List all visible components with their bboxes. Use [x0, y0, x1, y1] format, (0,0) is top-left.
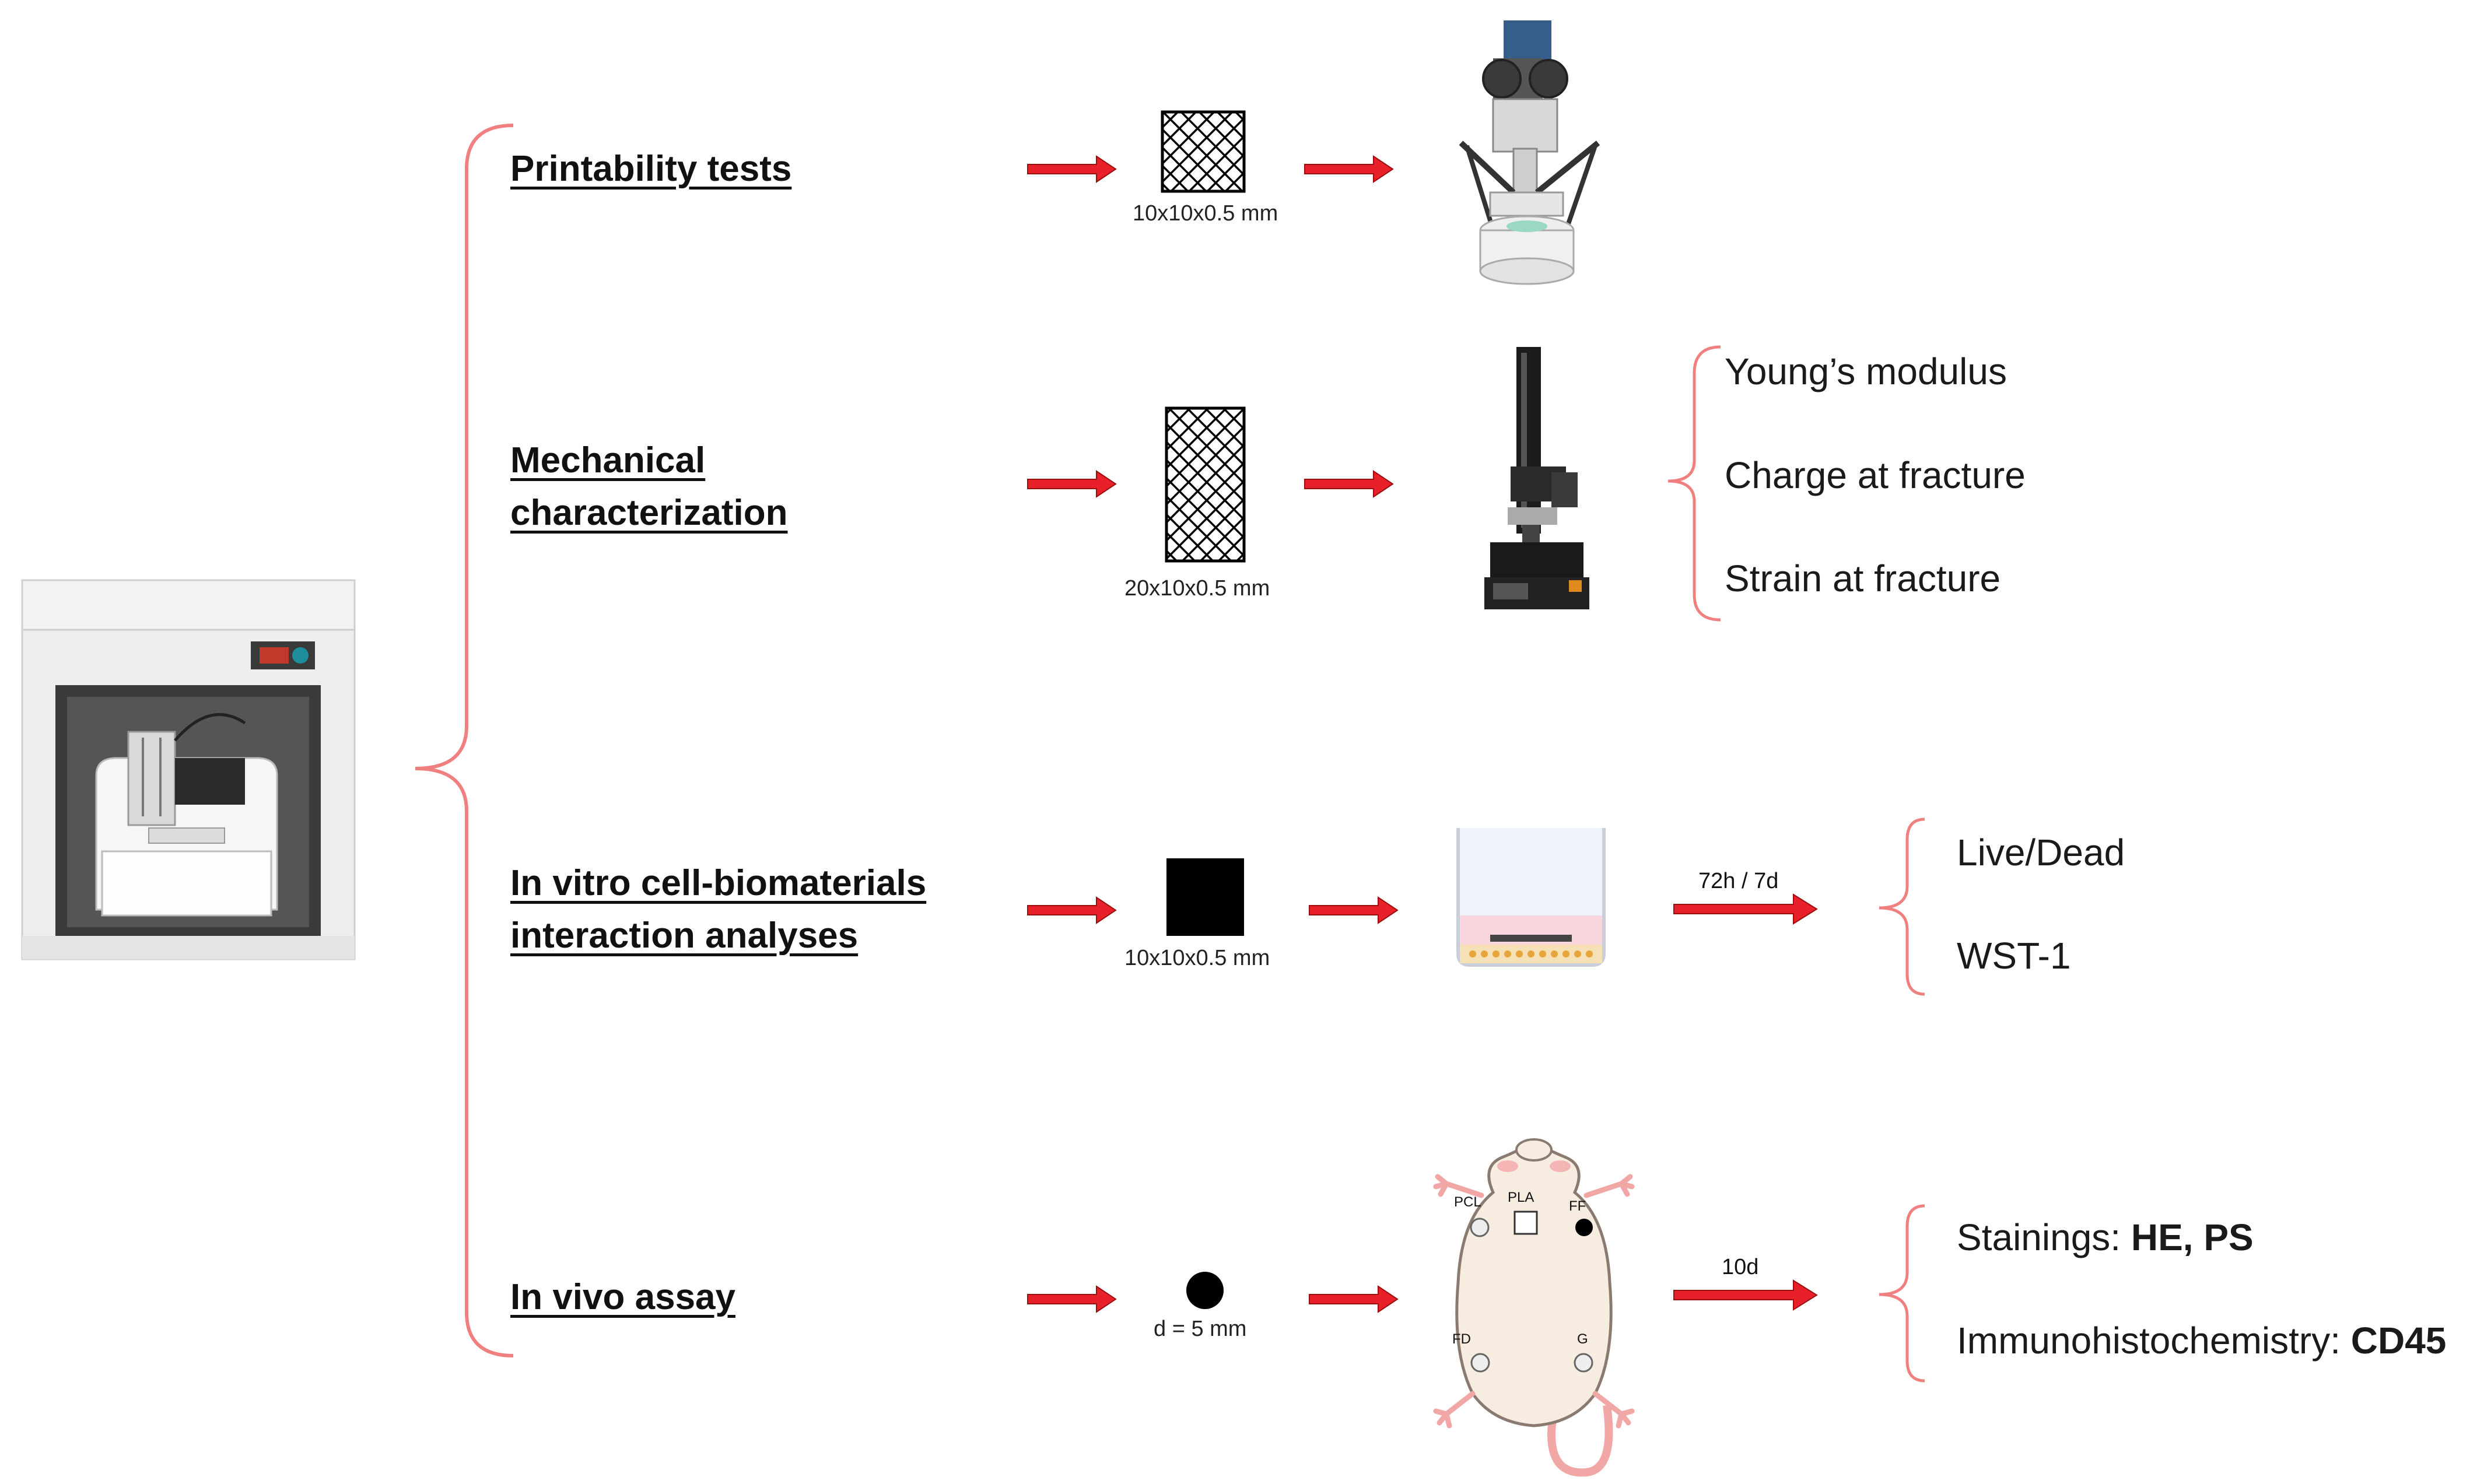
arrow-invivo-3 [1673, 1279, 1818, 1311]
outcome-stainings: Stainings: HE, PS [1957, 1216, 2254, 1259]
scaffold-mesh-1 [1161, 110, 1246, 193]
stainings-prefix: Stainings: [1957, 1216, 2131, 1258]
outcome-strain-at-fracture: Strain at fracture [1725, 557, 2001, 599]
arrow-printability-1 [1027, 155, 1117, 183]
time-invitro: 72h / 7d [1698, 869, 1779, 893]
ihc-marker: CD45 [2350, 1320, 2447, 1362]
scaffold-mesh-2 [1165, 406, 1246, 563]
outcome-wst1: WST-1 [1957, 935, 2071, 977]
bioprinter-icon [21, 579, 356, 960]
arrow-invitro-3 [1673, 893, 1818, 925]
outcome-charge-at-fracture: Charge at fracture [1725, 454, 2026, 496]
dimension-printability: 10x10x0.5 mm [1133, 201, 1278, 226]
outcome-youngs-modulus: Young’s modulus [1725, 350, 2007, 392]
stereo-microscope-icon [1459, 20, 1600, 285]
rat-label-pla: PLA [1508, 1190, 1534, 1205]
rat-label-fd: FD [1452, 1331, 1471, 1347]
rat-label-g: G [1577, 1331, 1588, 1347]
tensile-tester-icon [1484, 347, 1589, 609]
ihc-prefix: Immunohistochemistry: [1957, 1320, 2351, 1362]
outcome-live-dead: Live/Dead [1957, 832, 2125, 873]
rat-label-pcl: PCL [1454, 1194, 1481, 1210]
scaffold-disc [1186, 1272, 1224, 1309]
scaffold-solid [1166, 858, 1244, 936]
brace-invivo [1879, 1204, 1925, 1383]
label-invivo-assay: In vivo assay [510, 1277, 736, 1317]
arrow-mechanical-1 [1027, 470, 1117, 498]
main-brace [415, 124, 514, 1357]
label-mechanical-line1: Mechanical [510, 440, 706, 480]
dimension-mechanical: 20x10x0.5 mm [1124, 576, 1270, 601]
arrow-invivo-1 [1027, 1285, 1117, 1313]
arrow-invitro-1 [1027, 896, 1117, 924]
brace-invitro [1879, 818, 1925, 996]
arrow-mechanical-2 [1304, 470, 1394, 498]
brace-mechanical [1667, 345, 1721, 622]
dimension-invitro: 10x10x0.5 mm [1124, 946, 1270, 970]
label-invitro-line2: interaction analyses [510, 915, 859, 956]
dimension-invivo: d = 5 mm [1154, 1317, 1247, 1341]
time-invivo: 10d [1722, 1255, 1759, 1279]
arrow-invivo-2 [1309, 1285, 1399, 1313]
stainings-values: HE, PS [2131, 1216, 2254, 1258]
label-printability-tests: Printability tests [510, 149, 792, 189]
rat-icon [1433, 1138, 1635, 1477]
label-mechanical-line2: characterization [510, 493, 788, 533]
arrow-printability-2 [1304, 155, 1394, 183]
arrow-invitro-2 [1309, 896, 1399, 924]
label-invitro-line1: In vitro cell-biomaterials [510, 863, 927, 903]
rat-label-ff: FF [1569, 1198, 1586, 1214]
outcome-immunohistochemistry: Immunohistochemistry: CD45 [1957, 1319, 2446, 1362]
culture-well-icon [1456, 828, 1606, 967]
